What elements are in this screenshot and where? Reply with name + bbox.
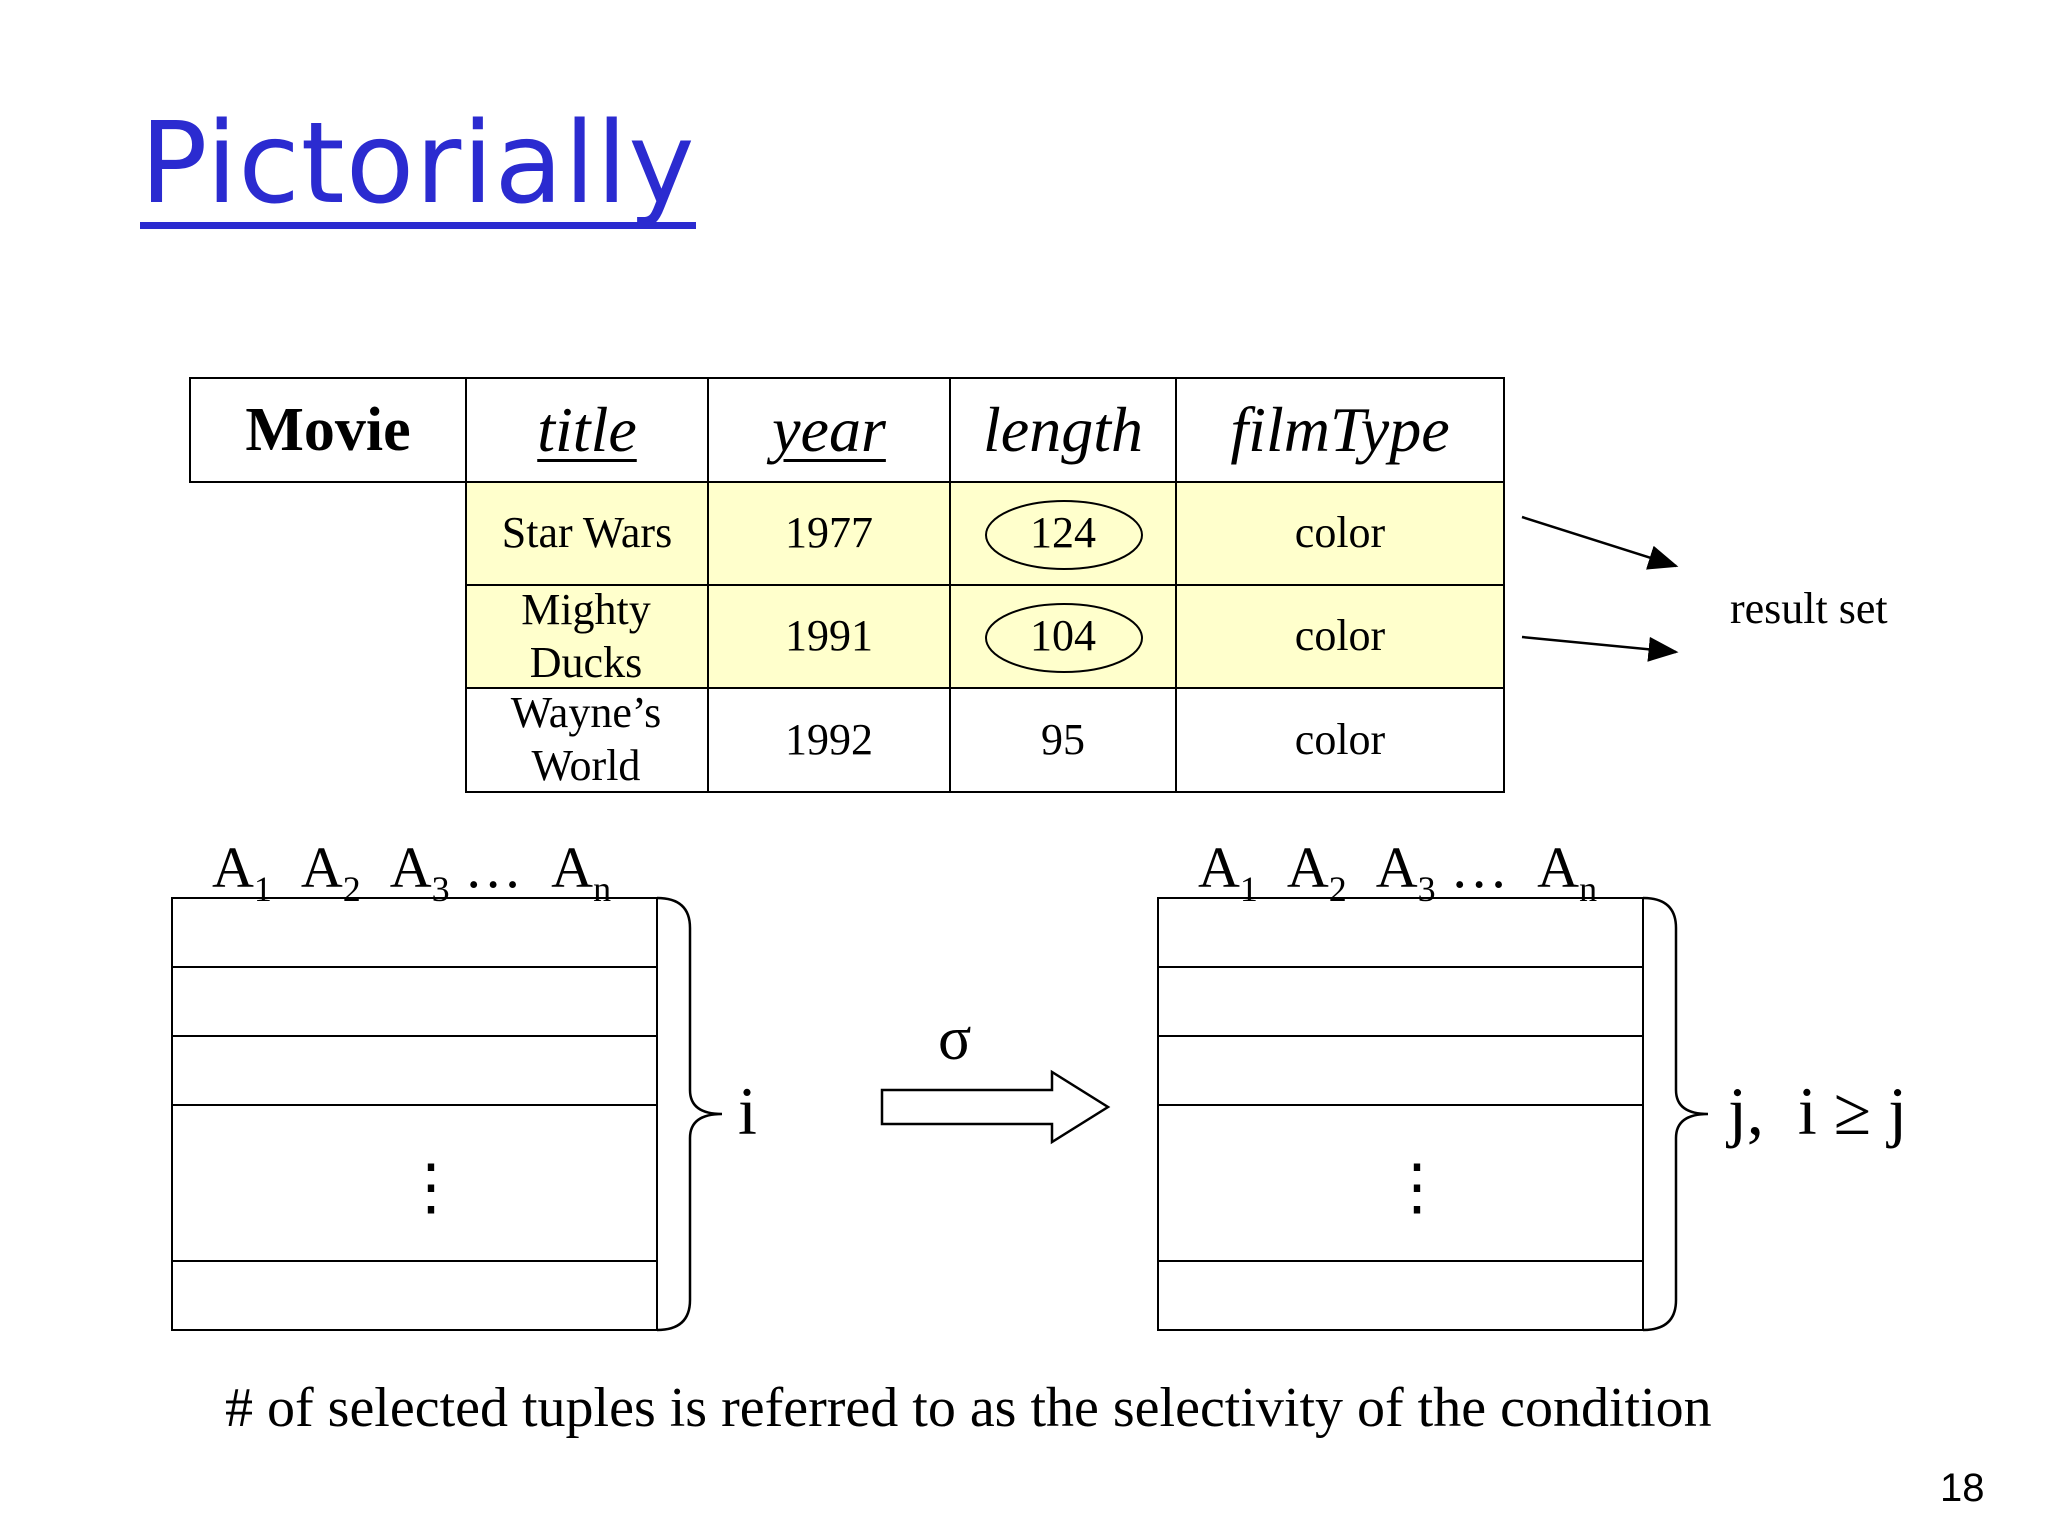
circle-length-1	[985, 500, 1143, 570]
cell-year: 1977	[785, 508, 873, 558]
right-tuple-count: j, i ≥ j	[1728, 1073, 1907, 1149]
cell-year: 1991	[785, 611, 873, 661]
cell-filmtype: color	[1294, 508, 1386, 558]
right-vertical-ellipsis: ⋮	[1386, 1154, 1448, 1222]
cell-title: Star Wars	[501, 508, 673, 558]
circle-length-2	[985, 603, 1143, 673]
page-number: 18	[1940, 1466, 1985, 1510]
cell-filmtype: color	[1294, 611, 1386, 661]
cell-length: 124	[1030, 508, 1096, 558]
selectivity-note: # of selected tuples is referred to as t…	[225, 1377, 1712, 1439]
column-header-filmtype: filmType	[1230, 394, 1450, 465]
left-vertical-ellipsis: ⋮	[400, 1154, 462, 1222]
column-header-title: title	[537, 394, 637, 465]
left-relation-box	[171, 897, 658, 1331]
cell-length: 104	[1030, 611, 1096, 661]
arrow-row-2	[1521, 635, 1679, 662]
column-header-length: length	[983, 394, 1143, 465]
slide-title: Pictorially	[140, 99, 696, 229]
cell-title: Mighty Ducks	[521, 584, 651, 687]
left-brace	[656, 896, 723, 1332]
column-header-year: year	[772, 394, 886, 465]
cell-year: 1992	[785, 714, 873, 764]
right-relation-box	[1157, 897, 1644, 1331]
cell-length: 95	[1041, 714, 1085, 764]
cell-filmtype: color	[1294, 714, 1386, 764]
cell-title: Wayne’s World	[510, 688, 662, 790]
arrow-row-1	[1521, 515, 1679, 570]
relation-name: Movie	[245, 395, 411, 464]
selection-arrow	[880, 1069, 1111, 1145]
selection-operator: σ	[938, 1005, 972, 1073]
right-attribute-labels: A1 A2 A3 … An	[1198, 835, 1598, 909]
right-brace	[1642, 896, 1709, 1332]
left-tuple-count: i	[738, 1073, 757, 1149]
result-set-label: result set	[1730, 584, 1888, 633]
